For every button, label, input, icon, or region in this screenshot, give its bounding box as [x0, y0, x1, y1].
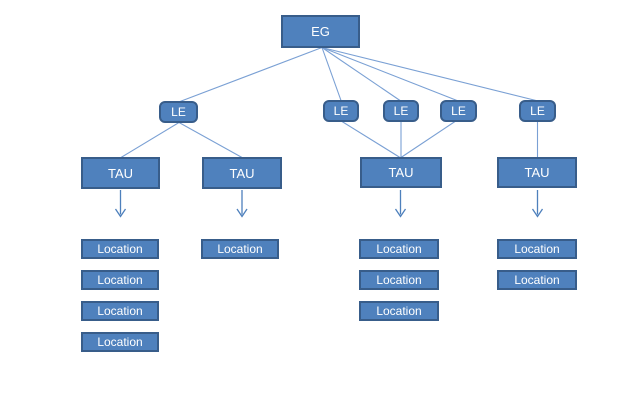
node-le-2: LE — [323, 100, 359, 122]
node-location-c2-1: Location — [201, 239, 279, 259]
edge-eg-le4 — [321, 46, 458, 102]
node-eg: EG — [281, 15, 360, 48]
edge-le2-tau3 — [341, 121, 401, 158]
edge-le4-tau3 — [400, 121, 456, 158]
node-le-5: LE — [519, 100, 556, 122]
tau2-down-arrow-icon — [236, 208, 248, 218]
edge-eg-le2 — [321, 47, 342, 101]
node-tau-4: TAU — [497, 157, 577, 188]
node-location-c4-2: Location — [497, 270, 577, 290]
edge-eg-le1 — [179, 46, 323, 103]
node-location-c1-3: Location — [81, 301, 159, 321]
node-le-4: LE — [440, 100, 477, 122]
node-location-c3-3: Location — [359, 301, 439, 321]
node-tau-1: TAU — [81, 157, 160, 189]
edge-le1-tau1 — [120, 122, 180, 158]
edge-le1-tau2 — [178, 122, 243, 158]
node-location-c1-4: Location — [81, 332, 159, 352]
node-location-c4-1: Location — [497, 239, 577, 259]
edge-eg-le3 — [321, 47, 401, 101]
node-location-c3-2: Location — [359, 270, 439, 290]
node-location-c1-1: Location — [81, 239, 159, 259]
tau1-down-arrow-icon — [114, 208, 127, 218]
node-location-c3-1: Location — [359, 239, 439, 259]
node-le-3: LE — [383, 100, 419, 122]
node-tau-3: TAU — [360, 157, 442, 188]
node-location-c1-2: Location — [81, 270, 159, 290]
node-le-1: LE — [159, 101, 198, 123]
tau3-down-arrow-icon — [394, 208, 407, 218]
edge-eg-le5 — [321, 46, 537, 102]
tau4-down-arrow-icon — [531, 208, 544, 218]
node-tau-2: TAU — [202, 157, 282, 189]
